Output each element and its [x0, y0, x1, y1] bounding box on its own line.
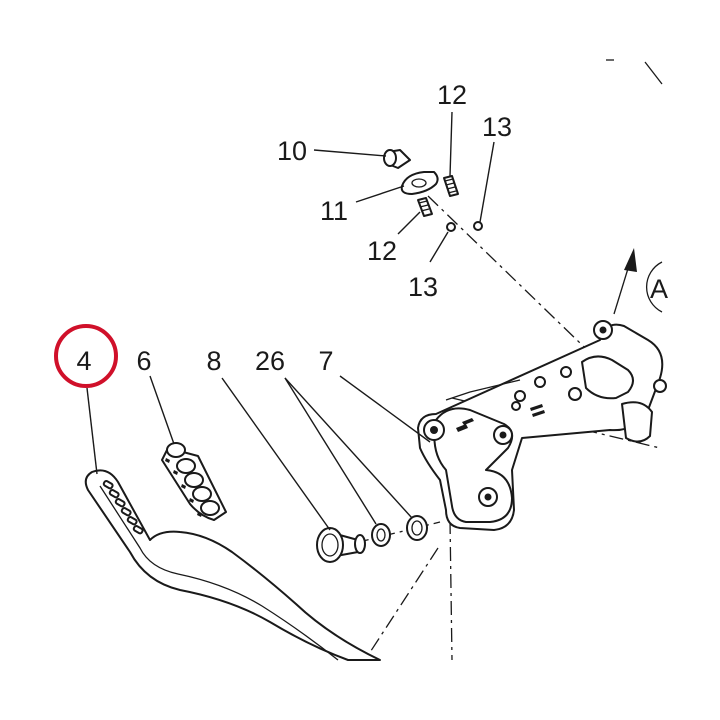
frame-edge-line [644, 61, 663, 85]
leader-line-26-a [284, 377, 377, 525]
callout-4: 4 [76, 346, 91, 376]
leader-line-11 [355, 185, 405, 203]
washers-part-26 [371, 515, 428, 547]
callout-13-bottom: 13 [408, 272, 438, 302]
leader-line-6 [149, 375, 175, 445]
pedal-rubber-pad-part-6 [161, 442, 227, 521]
leader-line-7 [339, 375, 431, 443]
leader-line-13-top [479, 141, 495, 223]
leader-line-10 [313, 149, 387, 157]
leader-line-12-bottom [397, 211, 421, 235]
callout-10: 10 [277, 136, 307, 166]
callout-13-top: 13 [482, 112, 512, 142]
leader-line-4 [86, 387, 98, 475]
callout-11: 11 [320, 196, 348, 226]
axis-line-vertical [449, 519, 453, 661]
ball-part-13-top [473, 221, 483, 231]
pivot-bushing-part-8 [316, 527, 366, 563]
leader-line-26-b [284, 377, 413, 519]
leader-line-13-bottom [429, 231, 449, 263]
callout-6: 6 [136, 346, 151, 376]
bracket-plate-part-7 [417, 320, 667, 531]
pedal-lever-part-4 [84, 469, 381, 661]
pedal-grip-ribs [102, 480, 144, 535]
callout-view-a: A [650, 274, 668, 304]
plate-part-11 [400, 171, 439, 195]
axis-line-hardware [427, 195, 611, 373]
leader-line-8 [221, 377, 331, 531]
highlight-ring-part-4 [54, 324, 118, 388]
callout-7: 7 [318, 346, 333, 376]
callout-12-bottom: 12 [367, 236, 397, 266]
spring-part-12-bottom [417, 197, 433, 217]
view-arrow [613, 248, 637, 315]
callout-12-top: 12 [437, 80, 467, 110]
callout-8: 8 [206, 346, 221, 376]
leader-line-12-top [449, 111, 453, 177]
view-a-bubble [646, 261, 663, 313]
bolt-part-10 [383, 149, 411, 169]
axis-line-pivot-down [364, 547, 439, 661]
callout-26: 26 [255, 346, 285, 376]
ball-part-13-bottom [446, 222, 456, 232]
spring-part-12-top [443, 175, 459, 197]
